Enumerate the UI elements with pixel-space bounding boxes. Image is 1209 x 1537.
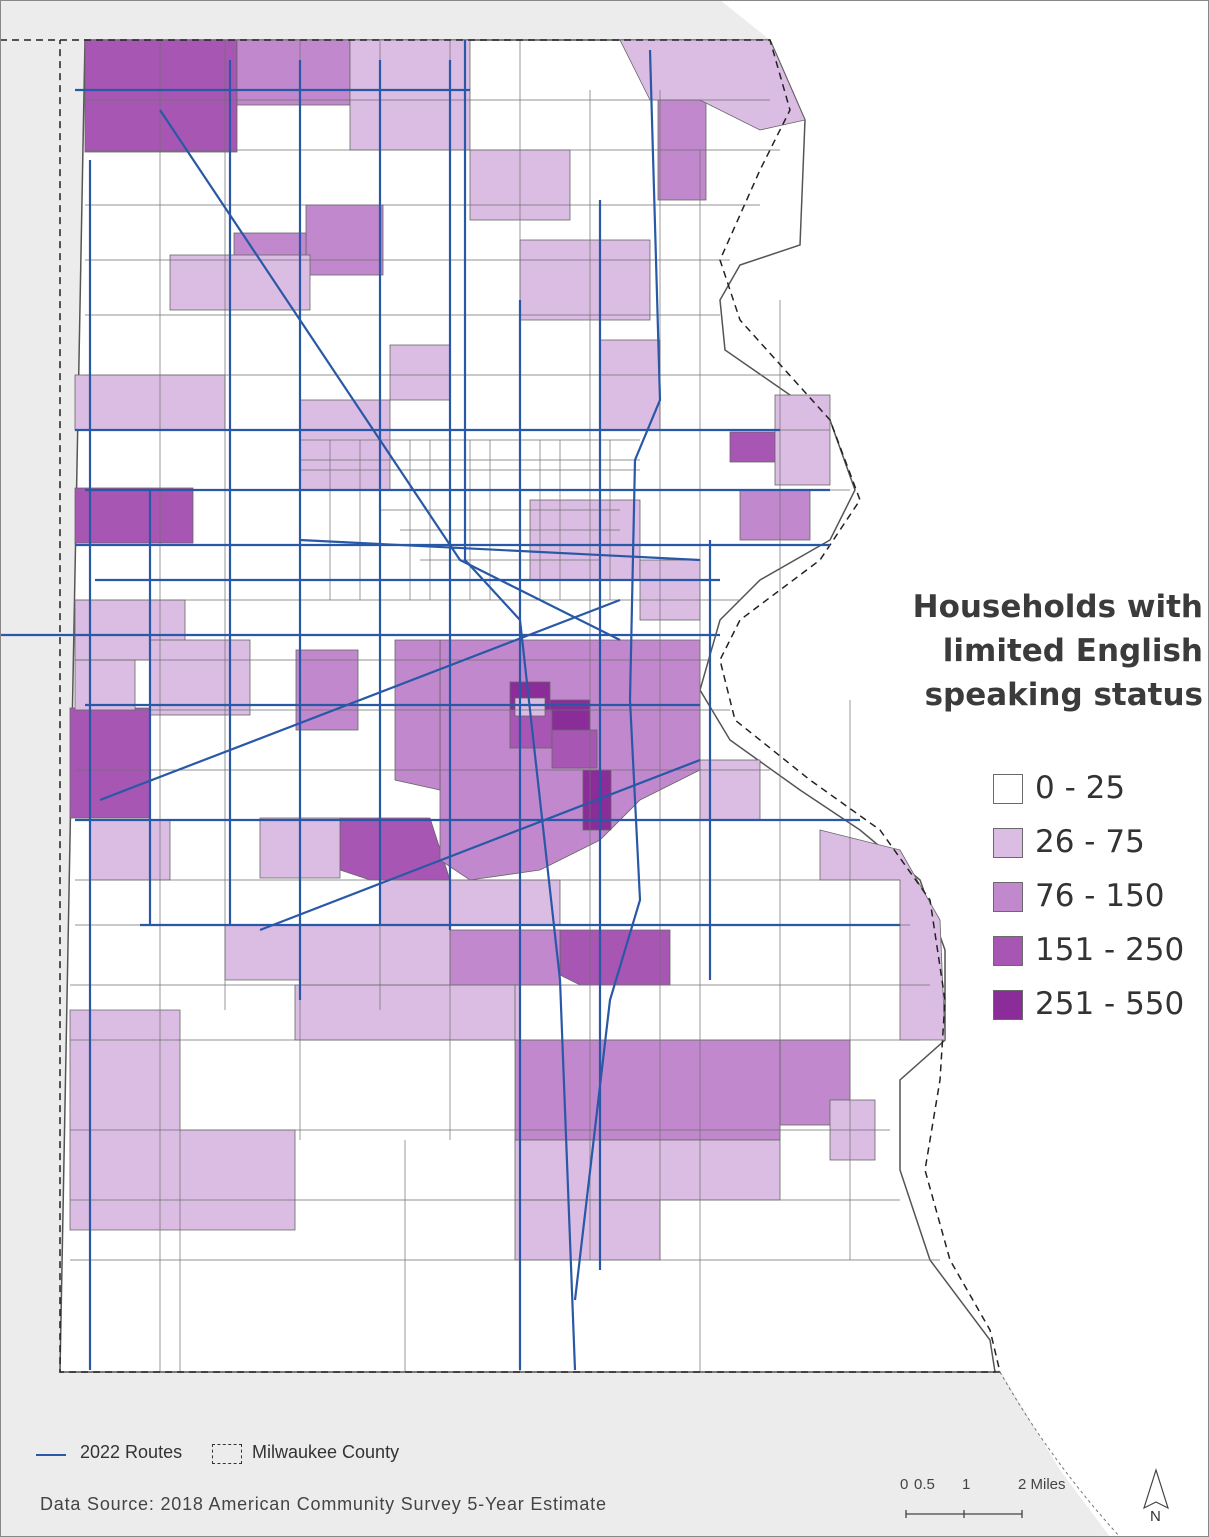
tract-layer bbox=[69, 39, 946, 1261]
adjacent-land-west bbox=[0, 0, 90, 1370]
scale-label: 0 bbox=[900, 1476, 909, 1493]
legend-label: 26 - 75 bbox=[1035, 824, 1145, 860]
route-layer bbox=[0, 40, 900, 1371]
scale-label: 1 bbox=[962, 1476, 971, 1493]
legend-label: 0 - 25 bbox=[1035, 770, 1126, 806]
legend-swatch bbox=[993, 990, 1023, 1020]
scale-line bbox=[905, 1510, 1023, 1518]
legend-label: 251 - 550 bbox=[1035, 986, 1185, 1022]
county-label: Milwaukee County bbox=[252, 1442, 400, 1462]
scale-label: 2 Miles bbox=[1018, 1476, 1066, 1493]
north-label: N bbox=[1150, 1508, 1161, 1525]
legend-label: 151 - 250 bbox=[1035, 932, 1185, 968]
adjacent-land-north bbox=[85, 0, 770, 40]
legend-swatch bbox=[993, 828, 1023, 858]
route-line-symbol bbox=[36, 1454, 66, 1456]
legend-title-line: speaking status bbox=[924, 677, 1203, 713]
legend-title-line: Households with bbox=[912, 589, 1203, 625]
county-boundary bbox=[0, 39, 1001, 1373]
legend-title: Households with limited English speaking… bbox=[863, 585, 1203, 717]
legend-title-line: limited English bbox=[942, 633, 1203, 669]
legend-swatch bbox=[993, 774, 1023, 804]
adjacent-land-south bbox=[0, 1370, 1110, 1537]
legend-swatch bbox=[993, 936, 1023, 966]
scale-bar: 0 0.5 1 2 Miles bbox=[900, 1476, 1090, 1524]
north-arrow-icon bbox=[1143, 1468, 1169, 1510]
scale-label: 0.5 bbox=[914, 1476, 935, 1493]
data-source: Data Source: 2018 American Community Sur… bbox=[40, 1494, 607, 1514]
county-boundary-symbol bbox=[212, 1444, 242, 1464]
legend-label: 76 - 150 bbox=[1035, 878, 1165, 914]
legend-swatch bbox=[993, 882, 1023, 912]
shoreline bbox=[999, 1371, 1121, 1537]
routes-label: 2022 Routes bbox=[80, 1442, 183, 1462]
north-arrow: N bbox=[1138, 1468, 1174, 1528]
